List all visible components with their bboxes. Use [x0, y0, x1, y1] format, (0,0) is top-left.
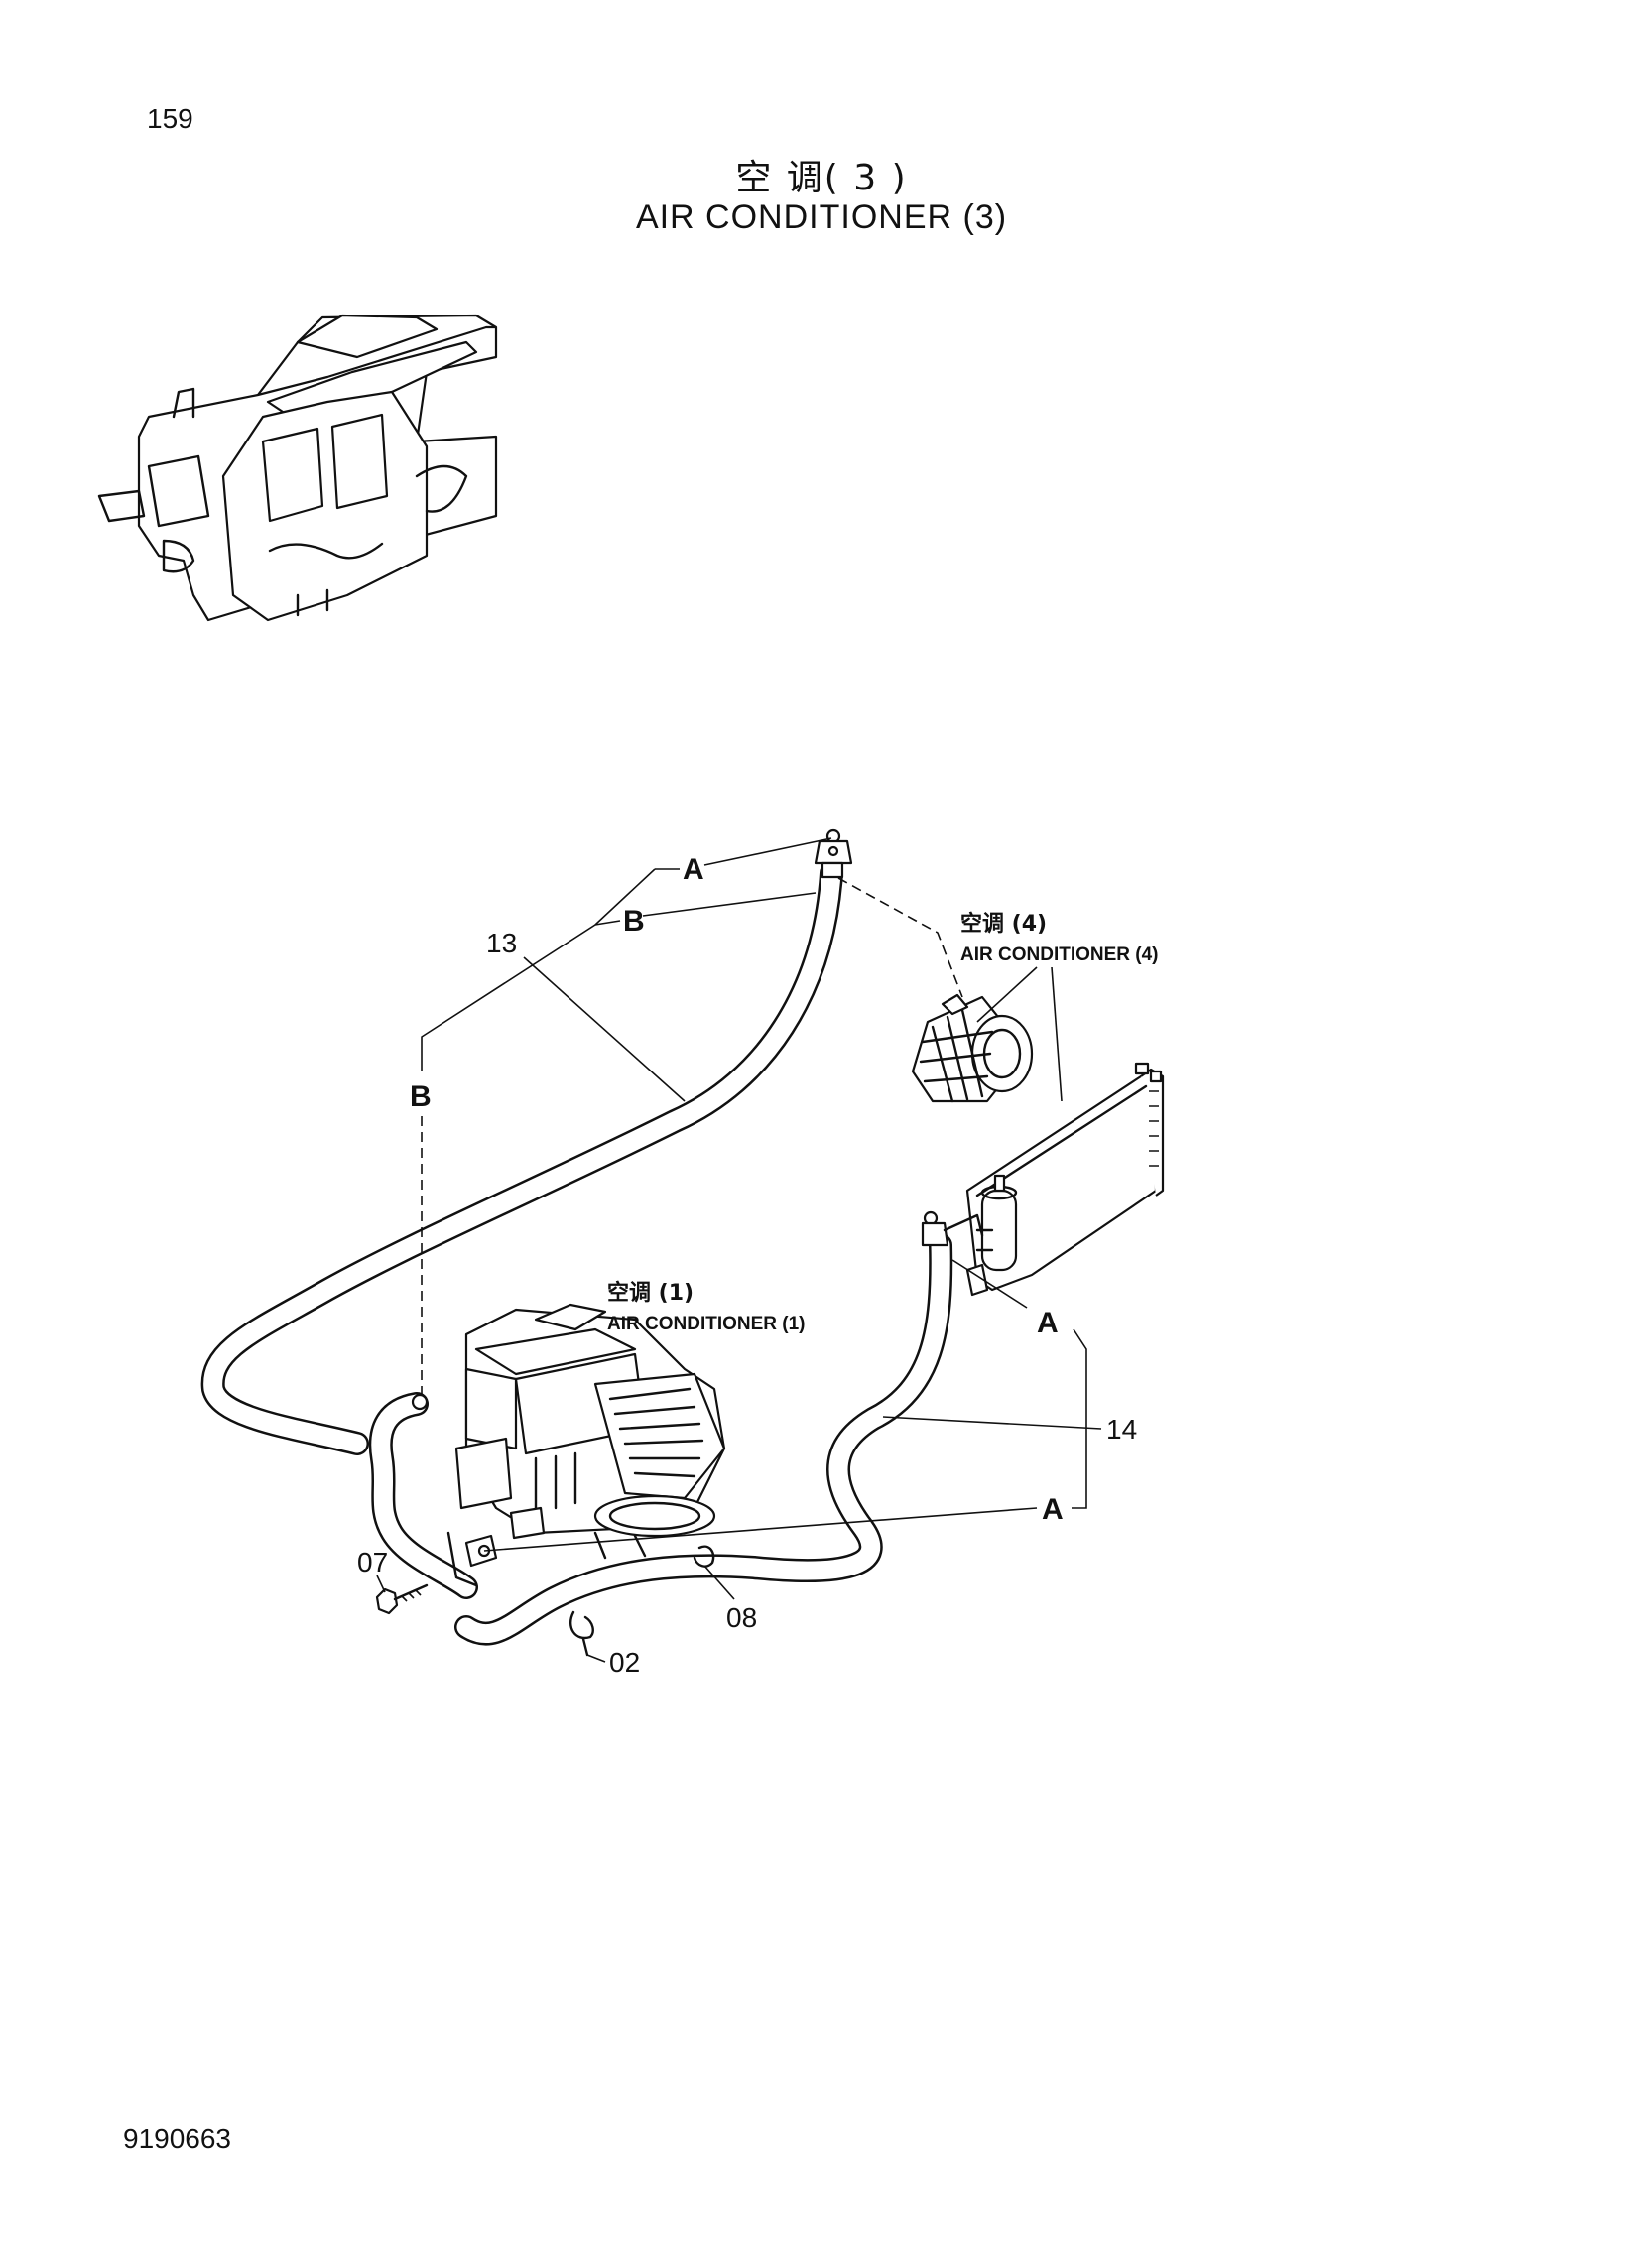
connection-label-b-top: B	[623, 905, 645, 938]
hose-short-left	[368, 1392, 478, 1599]
diagram-labels: A B B A A 13 14 02 07 08 空调 (4) AIR COND…	[357, 853, 1159, 1678]
part-callout-02: 02	[609, 1647, 640, 1678]
hose-14-fitting	[921, 1210, 984, 1247]
air-conditioner-unit-1	[454, 1303, 726, 1560]
hose-13	[200, 861, 843, 1455]
bolt-07	[375, 1583, 429, 1615]
part-callout-08: 08	[726, 1602, 757, 1633]
part-callout-13: 13	[486, 928, 517, 958]
compressor-unit	[911, 993, 1034, 1103]
connection-label-a-right: A	[1037, 1307, 1059, 1339]
connection-label-a-bottom: A	[1042, 1493, 1064, 1526]
sub-assembly-ac1-chinese: 空调 (1)	[607, 1280, 694, 1306]
sub-assembly-ac4-english: AIR CONDITIONER (4)	[960, 945, 1159, 965]
part-callout-14: 14	[1106, 1414, 1137, 1445]
part-callout-07: 07	[357, 1547, 388, 1577]
page-title-chinese: 空 调( 3 )	[735, 158, 908, 198]
hose-14	[454, 1233, 953, 1646]
hose-clamp-bracket	[411, 1393, 498, 1587]
machine-overview-illustration	[97, 314, 498, 622]
document-number: 9190663	[123, 2123, 232, 2154]
sub-assembly-ac1-english: AIR CONDITIONER (1)	[607, 1314, 806, 1334]
sub-assembly-ac4-chinese: 空调 (4)	[960, 911, 1047, 937]
connection-label-b-left: B	[410, 1080, 432, 1113]
leader-lines	[376, 837, 1102, 1663]
page-title-english: AIR CONDITIONER (3)	[635, 198, 1008, 236]
condenser-unit	[965, 1062, 1165, 1297]
clamp-02	[569, 1610, 594, 1657]
page-number: 159	[147, 103, 193, 134]
clamp-08	[693, 1545, 715, 1568]
connection-label-a-top: A	[683, 853, 704, 886]
top-hose-fittings	[814, 828, 853, 879]
